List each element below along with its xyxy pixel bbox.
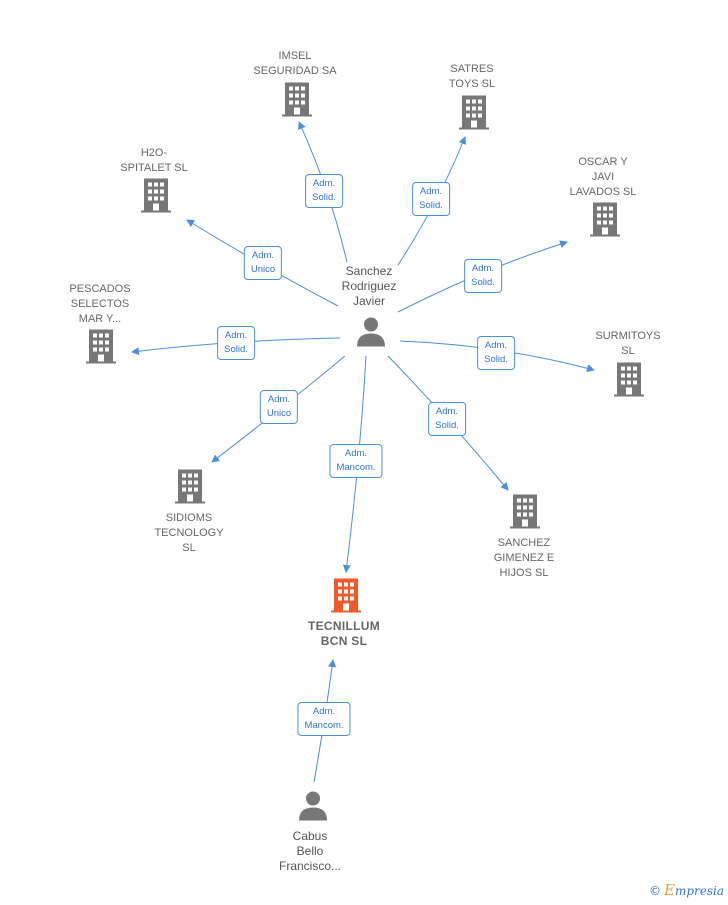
company-label-pescados[interactable]: PESCADOS SELECTOS MAR Y... (69, 283, 131, 325)
building-focus-icon[interactable] (331, 578, 361, 618)
person-label-cabus[interactable]: Cabus Bello Francisco... (278, 829, 342, 873)
edge-label-imsel[interactable]: Adm. Solid. (305, 174, 343, 208)
edge-label-pescados[interactable]: Adm. Solid. (217, 326, 255, 360)
edge-label-oscar[interactable]: Adm. Solid. (464, 259, 502, 293)
company-label-satres[interactable]: SATRES TOYS SL (448, 63, 496, 90)
edge-label-h2o[interactable]: Adm. Unico (243, 246, 283, 280)
edge-label-satres[interactable]: Adm. Solid. (412, 182, 450, 216)
person-label-sanchez[interactable]: Sanchez Rodriguez Javier (341, 264, 397, 308)
building-icon[interactable] (614, 362, 644, 402)
company-label-imsel[interactable]: IMSEL SEGURIDAD SA (253, 50, 337, 77)
company-label-sanchez-gimenez[interactable]: SANCHEZ GIMENEZ E HIJOS SL (493, 537, 555, 579)
building-icon[interactable] (175, 469, 205, 509)
person-icon[interactable] (298, 791, 328, 826)
company-label-surmitoys[interactable]: SURMITOYS SL (595, 330, 661, 357)
edge-label-sanchez-gimenez[interactable]: Adm. Solid. (428, 402, 466, 436)
building-icon[interactable] (141, 178, 171, 218)
building-icon[interactable] (459, 95, 489, 135)
brand-logo: ©Empresia (649, 881, 724, 899)
person-icon[interactable] (356, 317, 386, 352)
building-icon[interactable] (86, 329, 116, 369)
brand-initial: E (663, 881, 675, 899)
copyright-symbol: © (648, 884, 661, 898)
building-icon[interactable] (590, 202, 620, 242)
edge-label-tecnillum[interactable]: Adm. Mancom. (329, 444, 383, 478)
brand-name: mpresia (674, 884, 724, 898)
building-icon[interactable] (282, 82, 312, 122)
edge-label-cabus[interactable]: Adm. Mancom. (297, 702, 351, 736)
company-label-oscar[interactable]: OSCAR Y JAVI LAVADOS SL (569, 156, 637, 198)
edge-label-surmitoys[interactable]: Adm. Solid. (477, 336, 515, 370)
company-label-sidioms[interactable]: SIDIOMS TECNOLOGY SL (154, 512, 224, 554)
company-label-tecnillum[interactable]: TECNILLUM BCN SL (307, 619, 381, 648)
company-label-h2o[interactable]: H2O- SPITALET SL (120, 147, 188, 174)
building-icon[interactable] (510, 494, 540, 534)
edge-label-sidioms[interactable]: Adm. Unico (259, 390, 299, 424)
